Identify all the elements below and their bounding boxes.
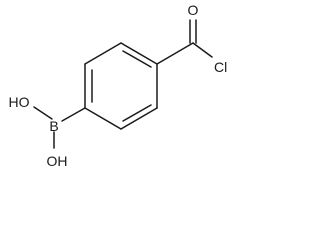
upper-hydroxyl-label: HO: [9, 94, 30, 110]
boron-to-upper-hydroxyl-bond: [33, 106, 53, 120]
ring-bond-top-right: [84, 42, 122, 65]
carbonyl-to-chlorine-bond: [192, 42, 213, 58]
ring-to-carbonyl-bond: [156, 42, 194, 65]
acyl-chloride-group: O Cl: [156, 2, 227, 75]
boron-label: B: [49, 118, 58, 134]
chlorine-label: Cl: [214, 59, 227, 75]
molecule-structure: O Cl B HO OH: [9, 2, 228, 169]
ring-bond-top-left: [120, 42, 158, 65]
ring-double-bond-upper-right: [122, 50, 152, 68]
benzene-ring: [84, 42, 158, 130]
boronic-acid-group: B HO OH: [9, 94, 86, 169]
lower-hydroxyl-label: OH: [47, 153, 68, 169]
ring-double-bond-lower-right: [122, 104, 152, 122]
ring-to-boron-bond: [61, 107, 86, 122]
ring-bond-right-lower: [120, 107, 158, 130]
carbonyl-oxygen-label: O: [188, 2, 199, 18]
ring-bond-bottom-left: [84, 107, 122, 130]
